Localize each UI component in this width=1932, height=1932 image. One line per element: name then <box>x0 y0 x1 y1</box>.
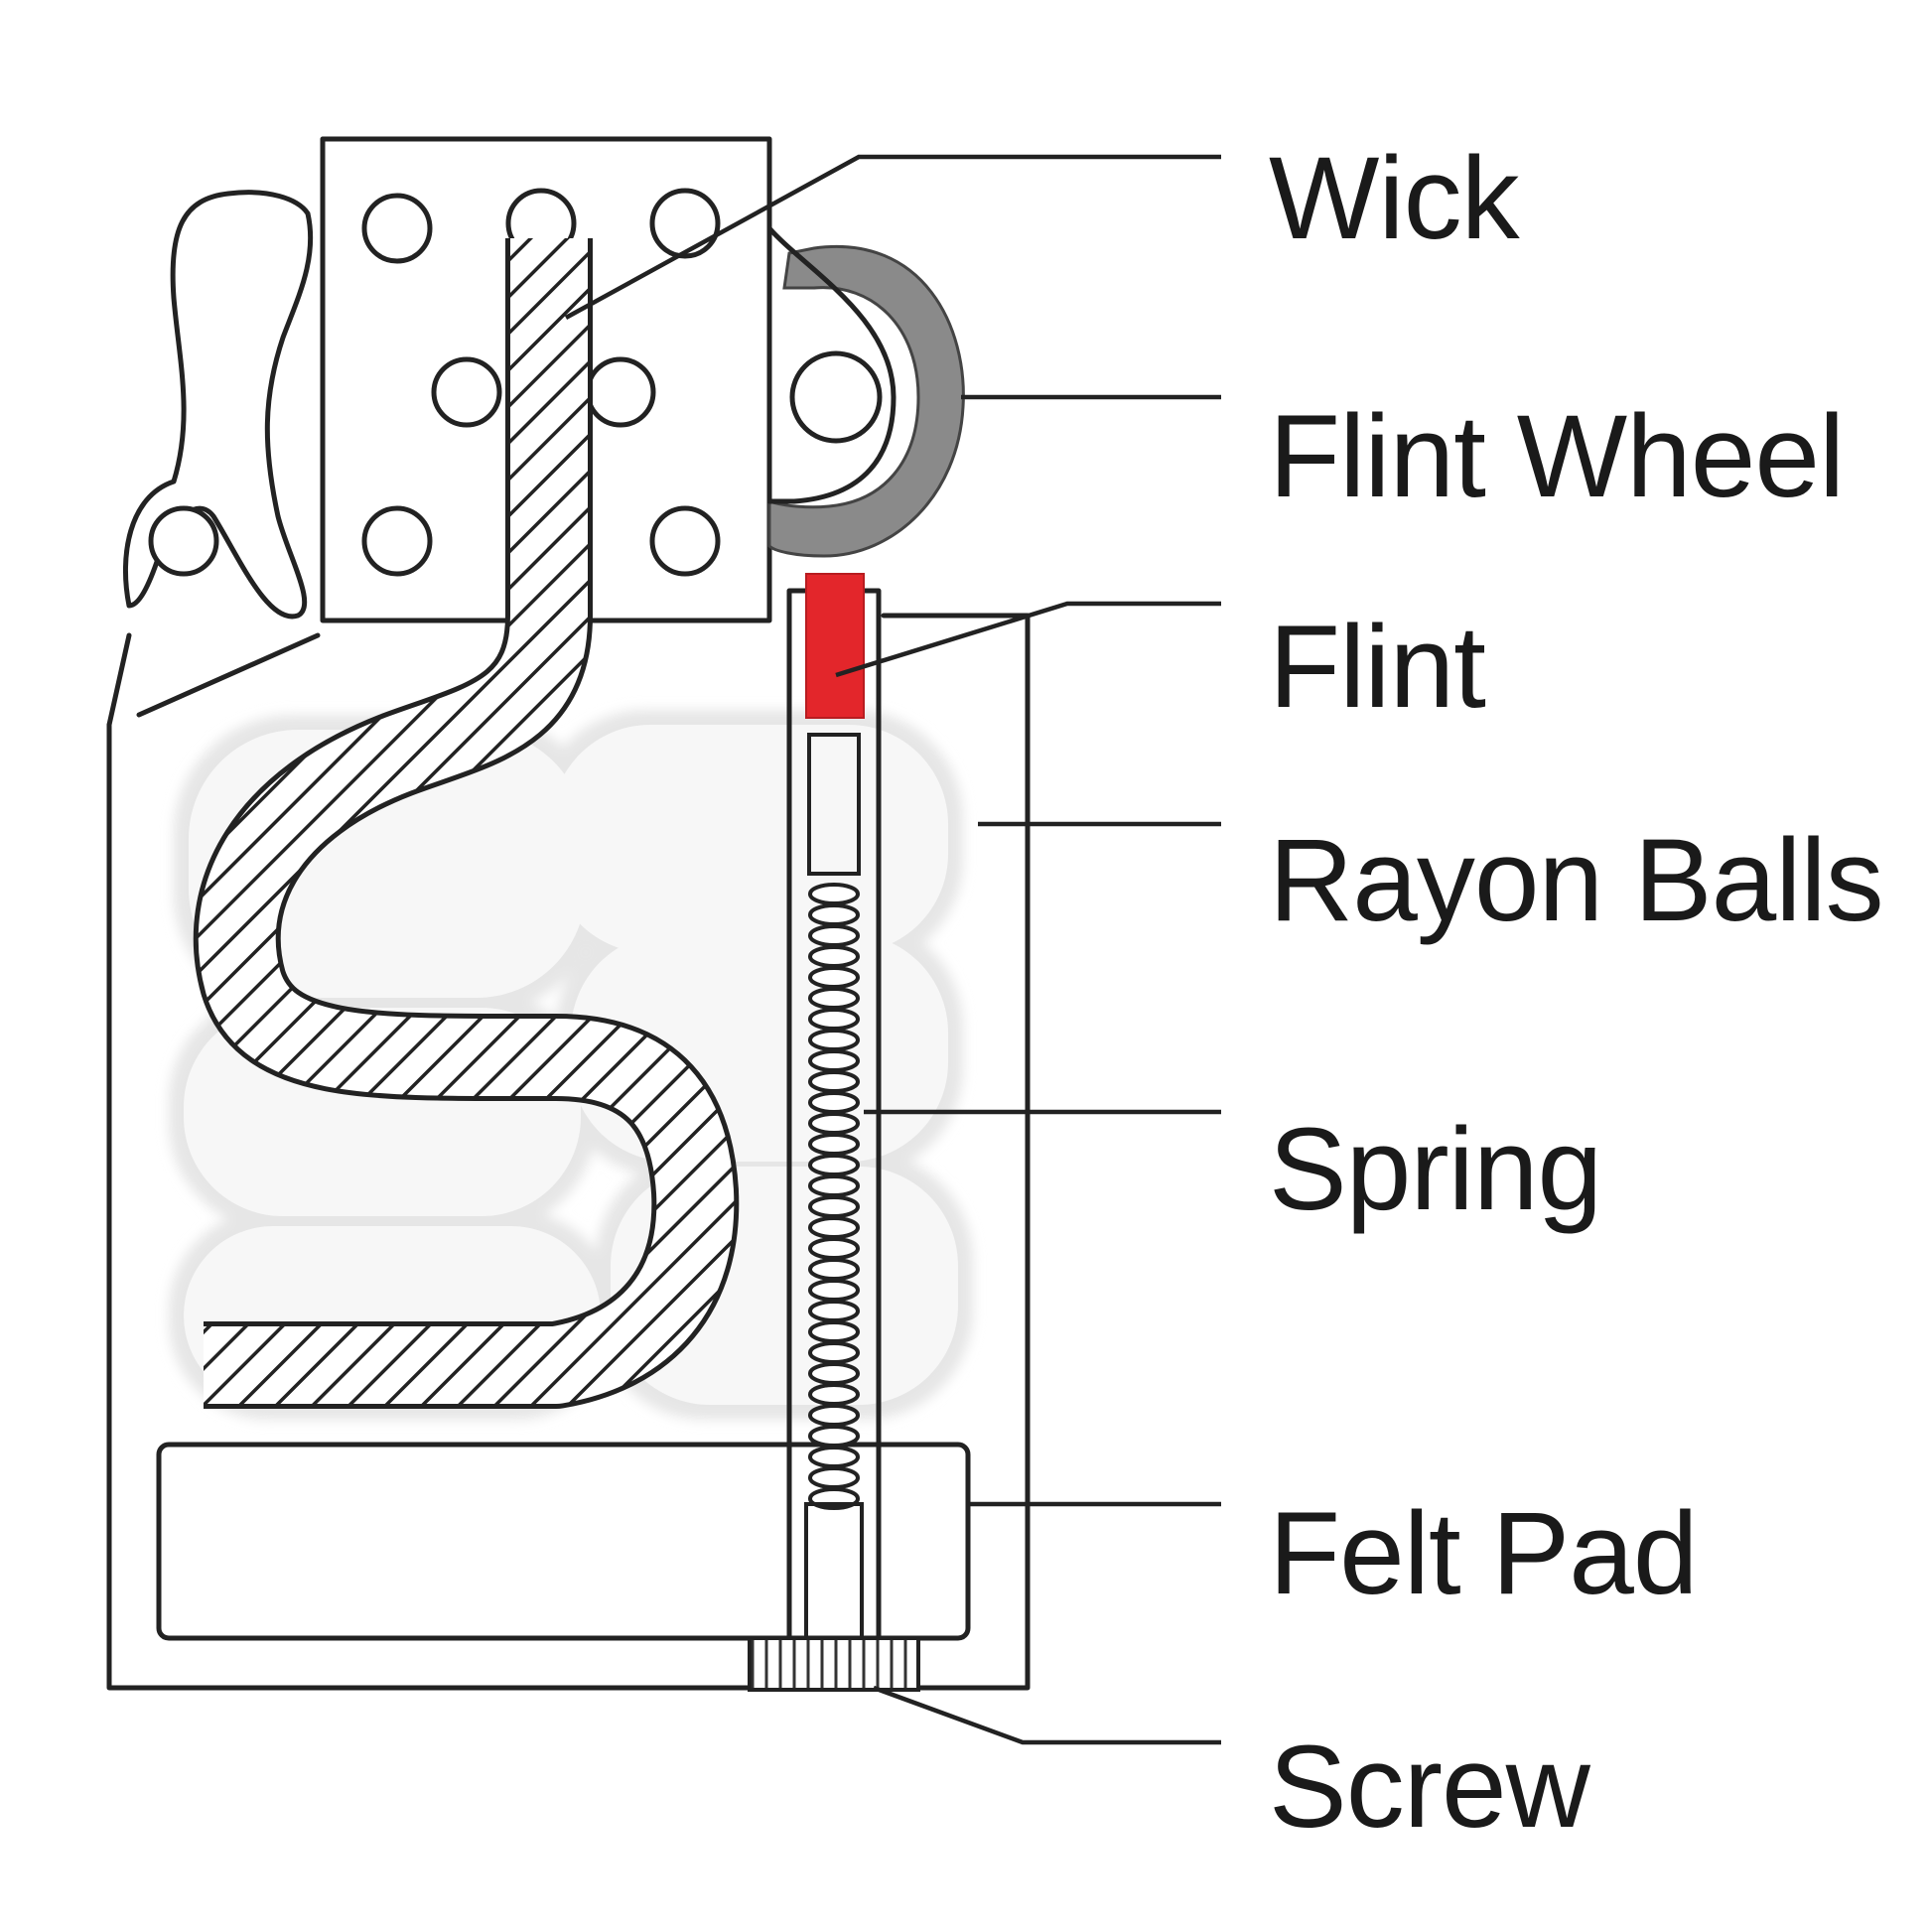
spring-coil <box>808 1008 860 1031</box>
spring-coil <box>808 903 860 926</box>
case-top-left-edge <box>106 632 132 728</box>
chimney-hole <box>361 505 433 577</box>
spring-coil <box>808 1174 860 1197</box>
spring-coil <box>808 1154 860 1176</box>
label-spring: Spring <box>1269 1104 1601 1235</box>
flint-tube-inner <box>807 733 861 876</box>
spring-coil <box>808 966 860 989</box>
spring-coil <box>808 1362 860 1385</box>
spring-coil <box>808 945 860 968</box>
screw <box>748 1636 920 1692</box>
spring-coil <box>808 1341 860 1364</box>
felt-pad <box>156 1442 971 1641</box>
spring-coil <box>808 1446 860 1468</box>
spring <box>808 883 860 1510</box>
label-flint: Flint <box>1269 602 1485 733</box>
leader-screw <box>873 1685 1221 1745</box>
chimney-hole <box>649 505 721 577</box>
labels: Wick Flint Wheel Flint Rayon Balls Sprin… <box>1269 133 1884 1853</box>
spring-coil <box>808 1070 860 1093</box>
flint-wheel-axle-hole <box>789 350 883 444</box>
spring-coil <box>808 924 860 947</box>
spring-coil <box>808 1383 860 1406</box>
leader-flint <box>835 601 1221 678</box>
spring-coil <box>808 1279 860 1302</box>
spring-coil <box>808 1237 860 1260</box>
case-outline <box>106 613 1031 1691</box>
spring-coil <box>808 1029 860 1051</box>
spring-coil <box>808 1112 860 1135</box>
spring-coil <box>808 987 860 1010</box>
flint <box>805 573 865 719</box>
label-flint-wheel: Flint Wheel <box>1269 391 1844 522</box>
spring-coil <box>808 1320 860 1343</box>
leader-lines <box>564 154 1221 1745</box>
label-rayon-balls: Rayon Balls <box>1269 815 1883 946</box>
spring-coil <box>808 1425 860 1448</box>
spring-coil <box>808 1404 860 1427</box>
chimney-hole <box>361 193 433 264</box>
spring-coil <box>808 1216 860 1239</box>
spring-coil <box>808 1195 860 1218</box>
spring-coil <box>808 1133 860 1156</box>
chimney-hole <box>649 188 721 259</box>
flint-wheel <box>767 244 965 558</box>
spring-coil <box>808 1466 860 1489</box>
cam-lever <box>122 190 314 620</box>
label-felt-pad: Felt Pad <box>1269 1488 1697 1619</box>
cam-pivot-hole <box>148 505 219 577</box>
spring-coil <box>808 883 860 905</box>
spring-coil <box>808 1049 860 1072</box>
spring-follower <box>804 1502 864 1655</box>
wick-hatching <box>198 238 735 1404</box>
spring-coil <box>808 1300 860 1322</box>
chimney-hole <box>431 356 502 428</box>
case-rim-left <box>136 632 321 718</box>
label-screw: Screw <box>1269 1722 1591 1853</box>
chimney-hole <box>585 356 656 428</box>
flint-wheel-bracket <box>766 225 897 504</box>
spring-coil <box>808 1091 860 1114</box>
label-wick: Wick <box>1269 133 1521 264</box>
spring-coil <box>808 1258 860 1281</box>
leader-wick <box>564 154 1221 320</box>
